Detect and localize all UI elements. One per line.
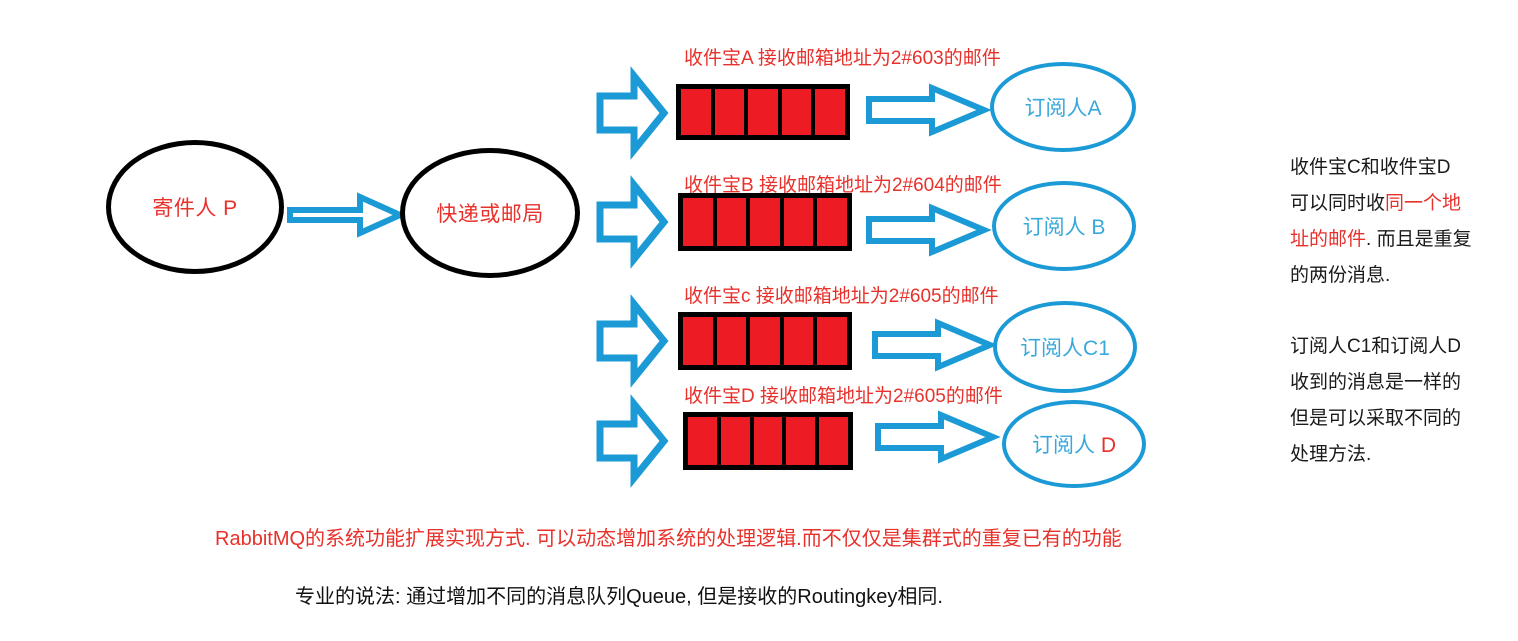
arrow-queue-b-to-subscriber xyxy=(866,203,992,257)
thin-arrow-right-icon xyxy=(872,318,998,372)
block-arrow-right-icon xyxy=(596,294,669,388)
queue-cell xyxy=(716,317,747,365)
subscriber-d-label: 订阅人 D xyxy=(1031,434,1116,457)
queue-cell xyxy=(815,89,845,135)
thin-arrow-right-icon xyxy=(287,192,408,238)
block-arrow-to-queue-c xyxy=(596,294,669,388)
subscriber-a: 订阅人A xyxy=(990,62,1136,152)
thin-arrow-right-icon xyxy=(866,83,992,137)
queue-cell xyxy=(714,89,745,135)
subscriber-c1: 订阅人C1 xyxy=(993,301,1137,393)
note-line: 可以同时收同一个地 xyxy=(1290,193,1462,214)
thin-arrow-right-icon xyxy=(875,410,1001,464)
queue-label-b: 收件宝B 接收邮箱地址为2#604的邮件 xyxy=(684,175,1002,196)
block-arrow-right-icon xyxy=(596,394,669,488)
queue-cell xyxy=(783,317,814,365)
block-arrow-to-queue-b xyxy=(596,175,669,269)
arrow-producer-to-broker xyxy=(287,190,408,240)
queue-cell xyxy=(753,417,783,465)
queue-label-d: 收件宝D 接收邮箱地址为2#605的邮件 xyxy=(684,386,1003,407)
broker-label: 快递或邮局 xyxy=(436,203,544,226)
queue-cell xyxy=(681,89,711,135)
note-line: 的两份消息. xyxy=(1290,265,1391,286)
note-block-1: 收件宝C和收件宝D 可以同时收同一个地 址的邮件. 而且是重复 的两份消息. xyxy=(1290,150,1472,294)
producer-label: 寄件人 P xyxy=(152,197,238,220)
queue-label-a: 收件宝A 接收邮箱地址为2#603的邮件 xyxy=(684,48,1001,69)
queue-cell xyxy=(781,89,812,135)
block-arrow-to-queue-d xyxy=(596,394,669,488)
note-line: 址的邮件. 而且是重复 xyxy=(1290,229,1472,250)
queue-cell xyxy=(750,317,780,365)
queue-cell xyxy=(783,198,814,246)
queue-cell xyxy=(688,417,717,465)
note-line: 收件宝C和收件宝D xyxy=(1290,157,1451,178)
queue-cell xyxy=(817,198,847,246)
block-arrow-right-icon xyxy=(596,175,669,269)
caption-line-1: RabbitMQ的系统功能扩展实现方式. 可以动态增加系统的处理逻辑.而不仅仅是… xyxy=(215,528,1122,550)
note-line: 收到的消息是一样的 xyxy=(1290,372,1462,393)
note-line: 订阅人C1和订阅人D xyxy=(1290,336,1462,357)
caption-line-2: 专业的说法: 通过增加不同的消息队列Queue, 但是接收的Routingkey… xyxy=(295,586,943,608)
queue-cell xyxy=(817,317,847,365)
producer-node: 寄件人 P xyxy=(106,140,284,274)
block-arrow-right-icon xyxy=(596,66,669,160)
subscriber-d: 订阅人 D xyxy=(1002,400,1146,488)
block-arrow-to-queue-a xyxy=(596,66,669,160)
queue-d xyxy=(683,412,853,470)
subscriber-b-label: 订阅人 B xyxy=(1022,216,1106,239)
queue-cell xyxy=(786,417,816,465)
arrow-queue-c-to-subscriber xyxy=(872,318,998,372)
broker-node: 快递或邮局 xyxy=(400,148,580,278)
queue-c xyxy=(678,312,852,370)
queue-cell xyxy=(683,317,713,365)
queue-cell xyxy=(748,89,778,135)
arrow-queue-d-to-subscriber xyxy=(875,410,1001,464)
thin-arrow-right-icon xyxy=(866,203,992,257)
subscriber-b: 订阅人 B xyxy=(992,181,1136,271)
queue-cell xyxy=(819,417,848,465)
queue-cell xyxy=(716,198,747,246)
subscriber-a-label: 订阅人A xyxy=(1024,97,1102,120)
note-block-2: 订阅人C1和订阅人D 收到的消息是一样的 但是可以采取不同的 处理方法. xyxy=(1290,329,1461,473)
queue-cell xyxy=(683,198,713,246)
note-line: 但是可以采取不同的 xyxy=(1290,408,1462,429)
note-line: 处理方法. xyxy=(1290,444,1372,465)
queue-cell xyxy=(720,417,750,465)
subscriber-c1-label: 订阅人C1 xyxy=(1020,337,1110,360)
queue-b xyxy=(678,193,852,251)
arrow-queue-a-to-subscriber xyxy=(866,83,992,137)
queue-cell xyxy=(750,198,780,246)
queue-a xyxy=(676,84,850,140)
queue-label-c: 收件宝c 接收邮箱地址为2#605的邮件 xyxy=(684,286,999,307)
